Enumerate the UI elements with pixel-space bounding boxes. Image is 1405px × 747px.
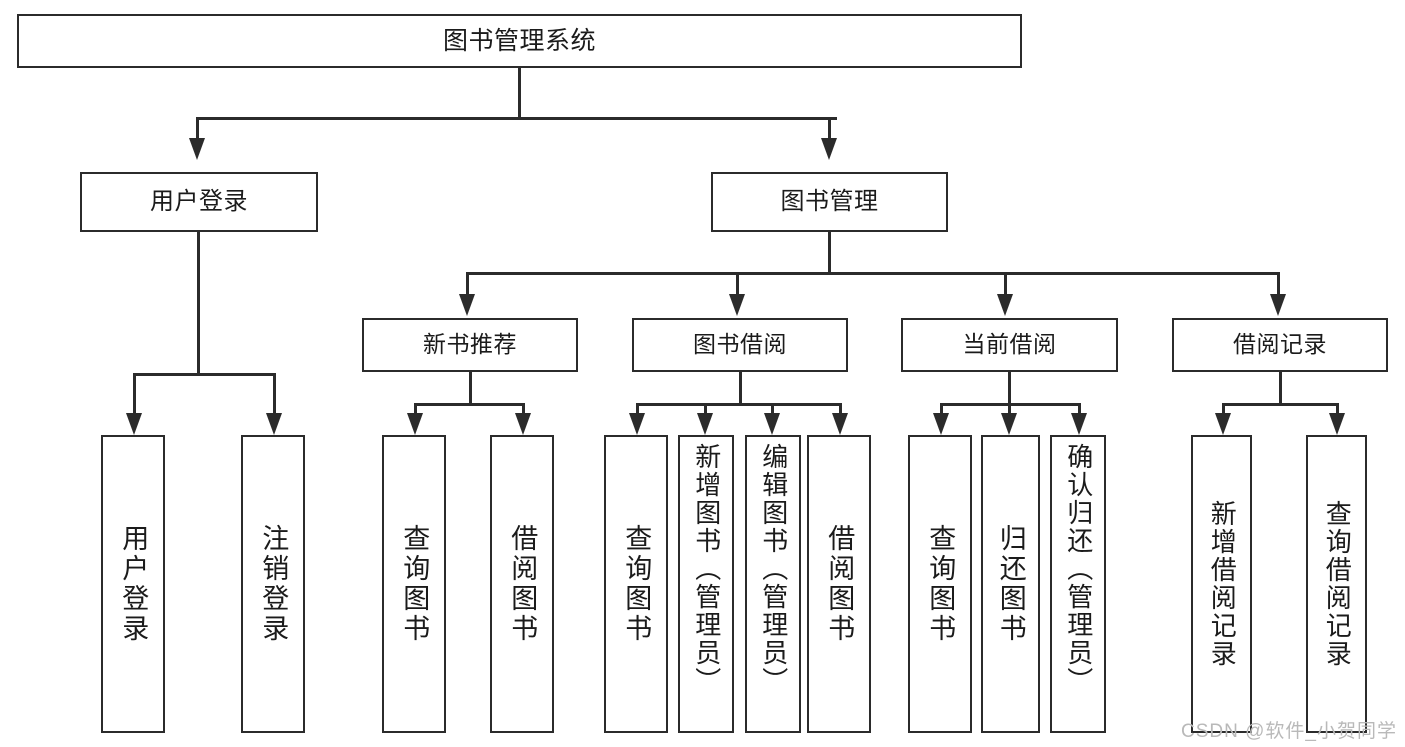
connector-borrow-drop-3: [771, 403, 774, 415]
connector-current-drop-1: [940, 403, 943, 415]
connector-records-bus: [1222, 403, 1338, 406]
connector-userlogin-bus: [133, 373, 275, 376]
arrowhead-root-2: [821, 138, 837, 160]
node-label: 图书管理: [780, 187, 879, 215]
node-label: 查询图书: [621, 524, 652, 644]
connector-userlogin-drop-2: [273, 373, 276, 415]
node-current-borrow[interactable]: 当前借阅: [901, 318, 1118, 372]
connector-borrow-drop-2: [704, 403, 707, 415]
node-label: 借阅图书: [507, 524, 538, 644]
node-label: 注销登录: [258, 524, 289, 644]
leaf-add-borrow-record[interactable]: 新增借阅记录: [1191, 435, 1252, 733]
connector-records-stem: [1279, 372, 1282, 405]
connector-bookmgmt-drop-1: [466, 272, 469, 296]
node-book-borrow[interactable]: 图书借阅: [632, 318, 848, 372]
leaf-query-book-newbook[interactable]: 查询图书: [382, 435, 446, 733]
connector-userlogin-stem: [197, 232, 200, 375]
node-label: 借阅记录: [1233, 331, 1327, 358]
arrowhead-root-1: [189, 138, 205, 160]
arrowhead-current-1: [933, 413, 949, 435]
connector-root-bus: [196, 117, 837, 120]
connector-newbook-bus: [414, 403, 524, 406]
leaf-confirm-return-admin[interactable]: 确认归还（管理员）: [1050, 435, 1106, 733]
csdn-watermark: CSDN @软件_小贺同学: [1181, 721, 1397, 742]
connector-bookmgmt-drop-2: [736, 272, 739, 296]
leaf-borrow-book-newbook[interactable]: 借阅图书: [490, 435, 554, 733]
node-label: 编辑图书（管理员）: [758, 443, 789, 695]
arrowhead-newbook-2: [515, 413, 531, 435]
leaf-borrow-book-borrow[interactable]: 借阅图书: [807, 435, 871, 733]
leaf-user-login[interactable]: 用户登录: [101, 435, 165, 733]
connector-records-drop-1: [1222, 403, 1225, 415]
arrowhead-bookmgmt-2: [729, 294, 745, 316]
connector-userlogin-drop-1: [133, 373, 136, 415]
node-label: 当前借阅: [962, 331, 1057, 358]
connector-newbook-drop-2: [522, 403, 525, 415]
node-book-management[interactable]: 图书管理: [711, 172, 948, 232]
connector-newbook-stem: [469, 372, 472, 405]
connector-current-stem: [1008, 372, 1011, 405]
arrowhead-borrow-3: [764, 413, 780, 435]
arrowhead-userlogin-2: [266, 413, 282, 435]
leaf-edit-book-admin[interactable]: 编辑图书（管理员）: [745, 435, 801, 733]
arrowhead-current-3: [1071, 413, 1087, 435]
node-label: 查询借阅记录: [1322, 500, 1353, 668]
connector-newbook-drop-1: [414, 403, 417, 415]
connector-current-drop-2: [1008, 403, 1011, 415]
leaf-logout[interactable]: 注销登录: [241, 435, 305, 733]
node-label: 新增借阅记录: [1207, 500, 1238, 668]
leaf-query-borrow-record[interactable]: 查询借阅记录: [1306, 435, 1367, 733]
connector-root-drop-1: [196, 117, 199, 140]
arrowhead-bookmgmt-3: [997, 294, 1013, 316]
arrowhead-records-1: [1215, 413, 1231, 435]
node-root-system[interactable]: 图书管理系统: [17, 14, 1022, 68]
leaf-add-book-admin[interactable]: 新增图书（管理员）: [678, 435, 734, 733]
node-label: 新书推荐: [423, 331, 517, 358]
connector-borrow-drop-1: [636, 403, 639, 415]
arrowhead-borrow-1: [629, 413, 645, 435]
connector-bookmgmt-drop-3: [1004, 272, 1007, 296]
node-label: 借阅图书: [824, 524, 855, 644]
arrowhead-newbook-1: [407, 413, 423, 435]
leaf-return-book[interactable]: 归还图书: [981, 435, 1040, 733]
node-label: 查询图书: [925, 524, 956, 644]
node-label: 新增图书（管理员）: [691, 443, 722, 695]
arrowhead-borrow-4: [832, 413, 848, 435]
node-label: 归还图书: [995, 524, 1026, 644]
connector-root-drop-2: [828, 117, 831, 140]
leaf-query-book-borrow[interactable]: 查询图书: [604, 435, 668, 733]
node-label: 确认归还（管理员）: [1063, 443, 1094, 695]
node-label: 用户登录: [150, 187, 248, 215]
arrowhead-records-2: [1329, 413, 1345, 435]
connector-borrow-stem: [739, 372, 742, 405]
node-user-login[interactable]: 用户登录: [80, 172, 318, 232]
connector-bookmgmt-stem: [828, 232, 831, 274]
arrowhead-bookmgmt-1: [459, 294, 475, 316]
node-new-book-recommend[interactable]: 新书推荐: [362, 318, 578, 372]
node-label: 图书借阅: [693, 331, 787, 358]
connector-bookmgmt-bus: [466, 272, 1280, 275]
connector-borrow-bus: [636, 403, 841, 406]
connector-root-stem: [518, 68, 521, 118]
node-label: 用户登录: [118, 524, 149, 644]
leaf-query-book-current[interactable]: 查询图书: [908, 435, 972, 733]
connector-current-drop-3: [1078, 403, 1081, 415]
connector-borrow-drop-4: [839, 403, 842, 415]
node-label: 图书管理系统: [442, 27, 596, 55]
node-label: 查询图书: [399, 524, 430, 644]
arrowhead-userlogin-1: [126, 413, 142, 435]
arrowhead-bookmgmt-4: [1270, 294, 1286, 316]
arrowhead-current-2: [1001, 413, 1017, 435]
connector-bookmgmt-drop-4: [1277, 272, 1280, 296]
node-borrow-records[interactable]: 借阅记录: [1172, 318, 1388, 372]
arrowhead-borrow-2: [697, 413, 713, 435]
connector-records-drop-2: [1336, 403, 1339, 415]
